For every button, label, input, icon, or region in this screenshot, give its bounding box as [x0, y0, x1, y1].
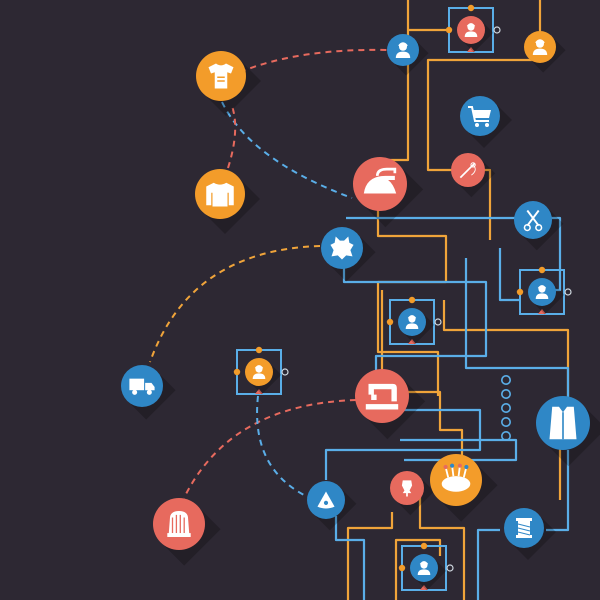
ring-column — [500, 374, 511, 441]
node-circle — [355, 369, 409, 423]
connector-dot — [516, 288, 524, 296]
node-sewing-needle — [451, 153, 496, 198]
connector-dot — [255, 346, 263, 354]
node-mannequin — [390, 471, 435, 516]
node-truck — [121, 365, 176, 420]
connector-dot — [398, 564, 406, 572]
connector-dot — [420, 542, 428, 550]
connector-ring — [434, 318, 442, 326]
node-tshirt — [196, 51, 261, 116]
nodes-layer — [121, 4, 600, 591]
node-leather — [321, 227, 376, 282]
tshirt-icon — [208, 63, 234, 89]
arrow-marker — [408, 339, 416, 344]
pincushion-icon — [441, 463, 471, 492]
node-circle — [514, 201, 552, 239]
node-shopping-cart — [460, 96, 512, 148]
blue-line-3 — [464, 258, 570, 402]
connector-ring — [564, 288, 572, 296]
node-tailors-chalk — [307, 481, 357, 531]
shopping-cart-icon — [468, 106, 491, 127]
connector-dot — [538, 266, 546, 274]
connector-dot — [467, 4, 475, 12]
person-icon — [532, 39, 548, 55]
node-person-top-boxed — [445, 4, 501, 53]
thimble-icon — [167, 511, 191, 537]
dashed-connectors — [149, 48, 389, 499]
person-icon — [252, 365, 266, 379]
connector-ring — [446, 564, 454, 572]
dress-pattern-icon — [549, 406, 577, 440]
node-person-top-blue — [387, 34, 429, 76]
node-person-mid-boxed — [386, 296, 442, 345]
leather-hide-icon — [330, 236, 354, 260]
arrow-marker — [255, 389, 263, 394]
node-person-right-boxed — [516, 266, 572, 315]
connector-ring — [493, 26, 501, 34]
node-scissors — [514, 201, 564, 251]
dashed-sweater-to-tshirt — [227, 105, 237, 169]
thread-spool-icon — [516, 518, 532, 538]
iron-icon — [363, 167, 397, 194]
orange-line-1 — [376, 0, 452, 396]
dashed-person-to-chalk — [256, 395, 311, 499]
dashed-tshirt-to-person — [239, 48, 389, 73]
blue-line-6 — [334, 516, 366, 600]
person-icon — [395, 42, 411, 58]
connector-ring — [281, 368, 289, 376]
node-thimble — [153, 498, 221, 566]
blue-line-7 — [498, 248, 520, 302]
connector-dot — [233, 368, 241, 376]
arrow-marker — [420, 585, 428, 590]
node-person-left-boxed — [233, 346, 289, 395]
connector-dot — [445, 26, 453, 34]
node-person-bottom-boxed — [398, 542, 454, 591]
mannequin-icon — [401, 480, 413, 497]
node-dress-pattern — [536, 396, 600, 467]
connector-dot — [408, 296, 416, 304]
scissors-icon — [523, 209, 543, 232]
delivery-truck-icon — [129, 378, 155, 395]
node-thread-spool — [504, 508, 556, 560]
arrow-marker — [467, 47, 475, 52]
dashed-tshirt-to-iron — [221, 101, 353, 199]
dashed-leather-to-truck — [149, 245, 321, 363]
node-person-top-orange — [524, 31, 566, 73]
sewing-machine-icon — [365, 383, 399, 410]
node-sweater — [195, 169, 260, 234]
tailors-chalk-icon — [317, 491, 335, 509]
person-icon — [417, 561, 431, 575]
sweater-icon — [206, 182, 234, 207]
orange-line-5 — [346, 478, 466, 600]
node-pincushion — [430, 454, 498, 522]
node-iron — [353, 157, 424, 228]
dashed-sewing-to-thimble — [183, 399, 357, 499]
arrow-marker — [538, 309, 546, 314]
person-icon — [405, 315, 419, 329]
person-icon — [464, 23, 478, 37]
node-sewing-machine — [355, 369, 426, 440]
needle-icon — [459, 162, 476, 179]
person-icon — [535, 285, 549, 299]
blue-line-5 — [476, 450, 570, 600]
connector-dot — [386, 318, 394, 326]
orange-line-6 — [394, 538, 442, 600]
